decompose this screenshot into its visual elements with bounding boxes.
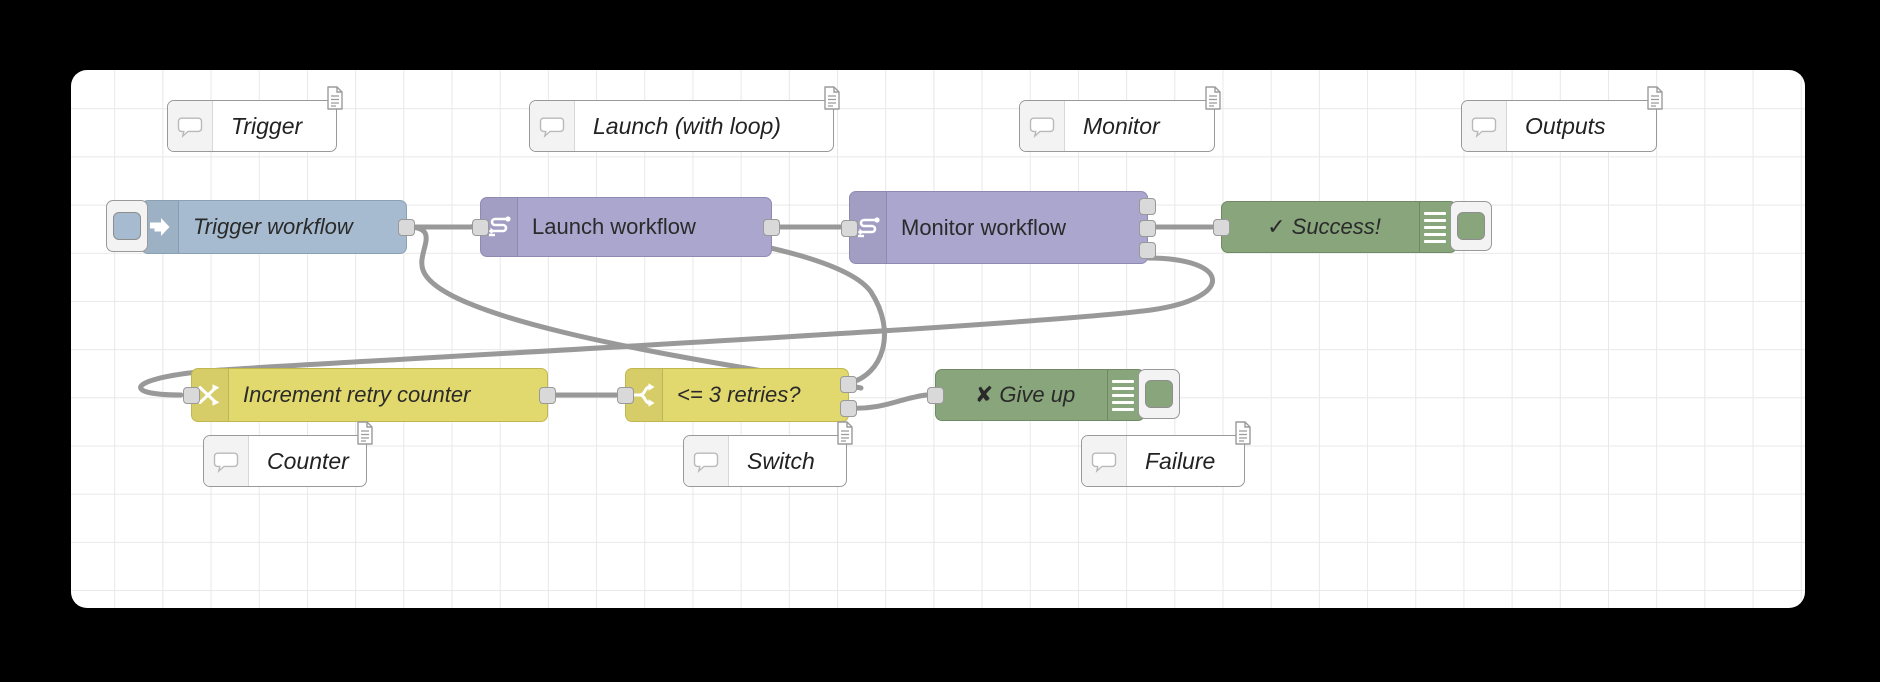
trigger-status-indicator: [113, 212, 141, 240]
node-label: ✘ Give up: [974, 382, 1076, 407]
input-port[interactable]: [617, 387, 634, 404]
comment-doc-badge-icon: [822, 85, 842, 111]
comment-node-trigger[interactable]: Trigger: [167, 86, 343, 152]
node-label: Increment retry counter: [243, 382, 471, 407]
output-port-1[interactable]: [840, 376, 857, 393]
comment-label: Counter: [267, 447, 349, 474]
comment-doc-badge-icon: [1645, 85, 1665, 111]
speech-bubble-icon: [168, 101, 213, 151]
speech-bubble-icon: [1462, 101, 1507, 151]
input-port[interactable]: [841, 220, 858, 237]
node-give-up[interactable]: ✘ Give up: [927, 369, 1180, 421]
giveup-debug-indicator: [1145, 380, 1173, 408]
node-trigger-workflow[interactable]: Trigger workflow: [106, 200, 415, 254]
comment-node-launch[interactable]: Launch (with loop): [529, 86, 840, 152]
output-port-1[interactable]: [539, 387, 556, 404]
comment-label: Outputs: [1525, 112, 1606, 139]
flow-canvas[interactable]: Trigger Launch (with loop): [71, 70, 1805, 608]
arrow-right-icon: [142, 201, 179, 253]
node-label: Trigger workflow: [193, 214, 353, 239]
subflow-link-icon: [850, 192, 887, 263]
node-label: Monitor workflow: [901, 214, 1067, 240]
comment-node-outputs[interactable]: Outputs: [1461, 86, 1663, 152]
node-label: ✓ Success!: [1267, 214, 1381, 239]
comment-label: Trigger: [231, 112, 303, 139]
comment-node-counter[interactable]: Counter: [203, 421, 373, 487]
comment-label: Failure: [1145, 447, 1216, 474]
output-port-2[interactable]: [1139, 220, 1156, 237]
input-port[interactable]: [1213, 219, 1230, 236]
node-launch-workflow[interactable]: Launch workflow: [472, 197, 780, 257]
speech-bubble-icon: [684, 436, 729, 486]
comment-label: Launch (with loop): [593, 112, 781, 139]
node-increment-retry-counter[interactable]: Increment retry counter: [183, 368, 556, 422]
success-debug-indicator: [1457, 212, 1485, 240]
debug-stripes-icon: [1107, 370, 1138, 420]
output-port-1[interactable]: [1139, 198, 1156, 215]
comment-label: Monitor: [1083, 112, 1160, 139]
wire-switch-to-giveup: [846, 392, 929, 411]
node-retries-switch[interactable]: <= 3 retries?: [617, 368, 857, 422]
speech-bubble-icon: [1020, 101, 1065, 151]
node-success[interactable]: ✓ Success!: [1213, 201, 1492, 253]
speech-bubble-icon: [1082, 436, 1127, 486]
node-monitor-workflow[interactable]: Monitor workflow: [841, 191, 1156, 264]
comment-doc-badge-icon: [1203, 85, 1223, 111]
comment-doc-badge-icon: [1233, 420, 1253, 446]
comment-node-failure[interactable]: Failure: [1081, 421, 1251, 487]
output-port-1[interactable]: [398, 219, 415, 236]
output-port-3[interactable]: [1139, 242, 1156, 259]
giveup-debug-toggle-button[interactable]: [1138, 369, 1180, 419]
output-port-2[interactable]: [840, 400, 857, 417]
comment-doc-badge-icon: [325, 85, 345, 111]
comment-doc-badge-icon: [355, 420, 375, 446]
input-port[interactable]: [472, 219, 489, 236]
speech-bubble-icon: [530, 101, 575, 151]
comment-node-monitor[interactable]: Monitor: [1019, 86, 1221, 152]
node-label: Launch workflow: [532, 214, 696, 239]
trigger-status-button[interactable]: [106, 200, 148, 252]
input-port[interactable]: [927, 387, 944, 404]
comment-node-switch[interactable]: Switch: [683, 421, 853, 487]
debug-stripes-icon: [1419, 202, 1450, 252]
input-port[interactable]: [183, 387, 200, 404]
comment-doc-badge-icon: [835, 420, 855, 446]
speech-bubble-icon: [204, 436, 249, 486]
success-debug-toggle-button[interactable]: [1450, 201, 1492, 251]
comment-label: Switch: [747, 447, 815, 474]
output-port-1[interactable]: [763, 219, 780, 236]
node-label: <= 3 retries?: [677, 382, 801, 407]
